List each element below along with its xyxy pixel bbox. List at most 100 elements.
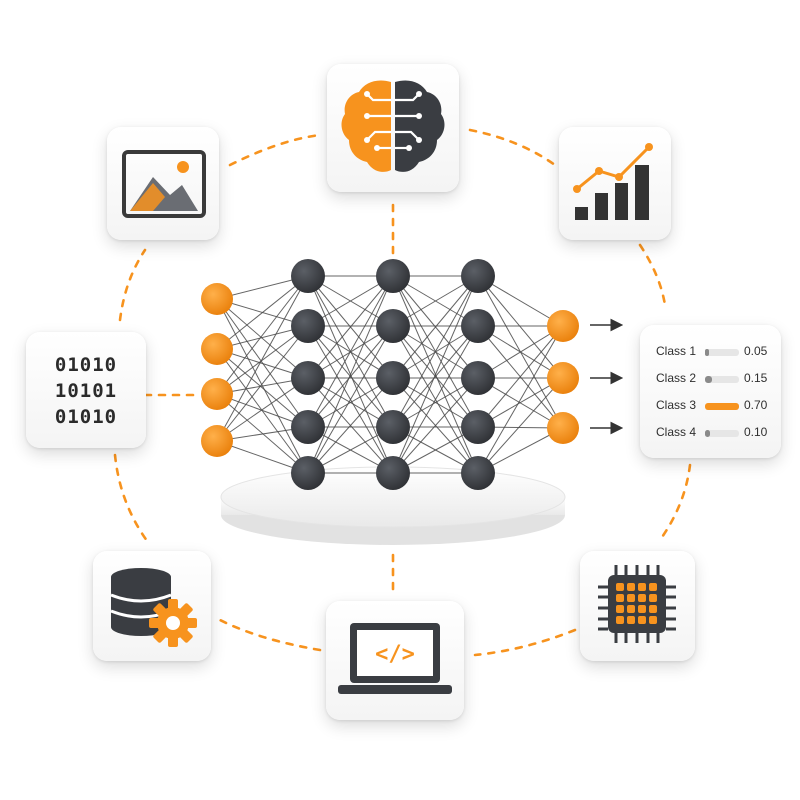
network-edge [392, 377, 479, 474]
network-edge [216, 325, 309, 395]
class-label: Class 1 [656, 344, 697, 358]
output-node-5-2 [547, 362, 579, 394]
connector-database-binary [113, 453, 152, 547]
network-nodes [201, 259, 579, 490]
class-label: Class 3 [656, 398, 697, 412]
chart-card [559, 127, 671, 240]
chip-core [616, 594, 624, 602]
connector-brain-chart [468, 128, 557, 167]
chip-core [649, 594, 657, 602]
network-edge [477, 325, 564, 428]
chip-core [627, 583, 635, 591]
network-edge [307, 275, 394, 474]
network-edge [307, 275, 394, 428]
hidden-node-2-3 [291, 361, 325, 395]
network-edge [216, 275, 309, 395]
laptop-code-icon: </> [338, 623, 452, 694]
class-row-3: Class 3 0.70 [640, 395, 780, 417]
chip-core [616, 605, 624, 613]
hidden-node-4-5 [461, 456, 495, 490]
input-node-1-4 [201, 425, 233, 457]
network-edge [392, 275, 479, 474]
chip-core [627, 605, 635, 613]
network-edge [477, 377, 564, 474]
image-icon [122, 150, 206, 218]
chip-core [638, 605, 646, 613]
connector-code-database [218, 618, 322, 652]
network-edge [307, 377, 394, 474]
network-edge [392, 325, 479, 474]
hidden-node-4-3 [461, 361, 495, 395]
class-prob-bar [705, 403, 739, 410]
hidden-node-4-4 [461, 410, 495, 444]
class-value: 0.70 [744, 398, 768, 412]
network-edge [216, 298, 309, 379]
brain-card [327, 64, 459, 192]
network-edge [477, 275, 564, 379]
hidden-node-2-2 [291, 309, 325, 343]
chip-icon [598, 565, 676, 643]
chip-core [649, 583, 657, 591]
hidden-node-2-1 [291, 259, 325, 293]
chip-core [649, 616, 657, 624]
network-edge [216, 377, 309, 442]
binary-line-2: 10101 [54, 380, 118, 402]
network-edge [307, 275, 394, 379]
class-row-4: Class 4 0.10 [640, 422, 780, 444]
chip-core [649, 605, 657, 613]
network-edge [216, 275, 309, 442]
code-glyph: </> [375, 642, 415, 667]
hidden-node-3-2 [376, 309, 410, 343]
bar-chart-trend-icon [573, 143, 653, 220]
binary-line-3: 01010 [54, 406, 118, 428]
network-edge [307, 325, 394, 428]
connector-image-brain [228, 133, 322, 167]
input-node-1-1 [201, 283, 233, 315]
hidden-node-2-5 [291, 456, 325, 490]
chip-core [638, 616, 646, 624]
database-gear-icon [110, 568, 197, 647]
connector-binary-image [118, 248, 147, 322]
binary-line-1: 01010 [54, 354, 118, 376]
hidden-node-3-5 [376, 456, 410, 490]
connector-classes-chip [658, 463, 692, 542]
class-prob-track [705, 376, 739, 383]
class-value: 0.15 [744, 371, 768, 385]
output-arrows [590, 318, 624, 435]
output-node-5-3 [547, 412, 579, 444]
class-prob-bar [705, 430, 710, 437]
network-edge [216, 348, 309, 428]
class-prob-track [705, 403, 739, 410]
chip-core [638, 594, 646, 602]
chip-core [627, 616, 635, 624]
hidden-node-2-4 [291, 410, 325, 444]
code-card: </> [326, 601, 464, 720]
output-node-5-1 [547, 310, 579, 342]
class-prob-track [705, 349, 739, 356]
class-label: Class 4 [656, 425, 697, 439]
chip-core [627, 594, 635, 602]
hidden-node-3-1 [376, 259, 410, 293]
network-edge [216, 275, 309, 350]
class-label: Class 2 [656, 371, 697, 385]
brain-icon [341, 80, 445, 172]
class-prob-bar [705, 376, 712, 383]
hidden-node-4-2 [461, 309, 495, 343]
chip-core [616, 583, 624, 591]
class-prob-bar [705, 349, 709, 356]
network-edge [307, 325, 394, 474]
chip-card [580, 551, 695, 661]
hidden-node-3-3 [376, 361, 410, 395]
network-edge [392, 325, 479, 428]
class-value: 0.05 [744, 344, 768, 358]
class-value: 0.10 [744, 425, 768, 439]
input-node-1-3 [201, 378, 233, 410]
class-row-2: Class 2 0.15 [640, 368, 780, 390]
network-edge [216, 325, 309, 442]
network-edge [392, 275, 479, 428]
dashed-connectors [113, 128, 692, 657]
chip-core [616, 616, 624, 624]
input-node-1-2 [201, 333, 233, 365]
